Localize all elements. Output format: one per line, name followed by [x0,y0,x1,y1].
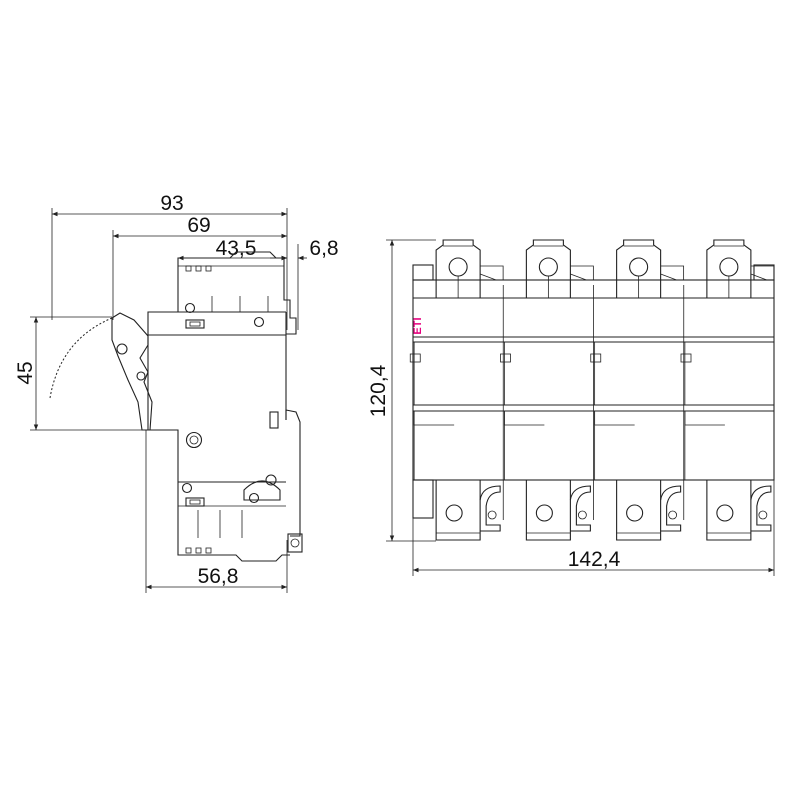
top-terminal [525,239,571,298]
top-terminal [435,239,481,298]
front-view: 120,4 142,4 ETI [367,239,775,576]
bottom-terminal [616,480,662,541]
dimension-handle-depth: 69 [112,214,287,320]
overall-depth-label: 93 [160,192,183,215]
top-wing-slope [660,273,677,281]
breaker-side-body [147,251,303,562]
dimension-overall-depth: 93 [51,192,287,320]
top-wing [570,265,594,280]
bottom-clamp-hole [668,510,678,520]
bottom-terminal-screw [535,504,553,522]
pole-module [590,239,685,541]
side-view: 93 69 43,5 6,8 45 [14,192,339,593]
height-label: 120,4 [367,364,390,417]
top-terminal [706,239,752,298]
latch-window [500,353,511,363]
width-label: 142,4 [568,548,621,571]
pole-module [500,239,594,541]
pole-module [680,239,775,541]
base-depth-label: 56,8 [198,565,239,588]
latch-window [409,353,421,363]
bottom-terminal [435,480,481,541]
handle-swing-label: 45 [14,361,37,384]
pole-modules [409,239,775,541]
bottom-terminal [525,480,571,541]
top-wing [660,265,685,280]
brand-logo: ETI [412,317,424,334]
top-terminal-screw [629,257,649,277]
breaker-handle [111,312,153,431]
dimension-handle-swing: 45 [14,316,148,431]
handle-depth-label: 69 [187,214,210,237]
top-terminal [616,239,662,298]
bottom-clamp-hole [758,510,768,520]
rail-offset-label: 6,8 [309,237,338,260]
bottom-terminal [706,480,752,541]
top-wing [480,265,504,280]
top-terminal-screw [538,257,558,277]
bottom-terminal-screw [445,504,463,522]
bottom-clamp-hole [577,510,587,520]
top-wing-slope [750,273,768,281]
bottom-clamp [569,485,591,532]
lower-panel-notch [503,411,545,426]
handle-swing-arc [49,317,113,399]
lower-panel-notch [684,411,725,426]
bottom-clamp [479,485,501,532]
lower-panel-notch [594,411,635,426]
top-terminal-screw [719,257,739,277]
top-wing [750,265,775,280]
pole-module [409,239,504,541]
top-terminal-screw [448,257,468,277]
latch-window [590,353,602,363]
dimension-rail-offset: 6,8 [270,237,339,330]
bottom-terminal-screw [716,504,734,522]
dimension-height: 120,4 [367,239,436,542]
bottom-clamp-hole [487,510,497,520]
bottom-terminal-screw [626,504,644,522]
lower-panel-notch [413,411,455,426]
dimension-base-depth: 56,8 [145,430,288,593]
top-wing-slope [479,273,497,281]
top-wing-slope [570,273,587,281]
bottom-clamp [660,485,682,532]
bottom-clamp [750,485,772,532]
body-depth-label: 43,5 [216,237,257,260]
latch-window [680,353,692,363]
